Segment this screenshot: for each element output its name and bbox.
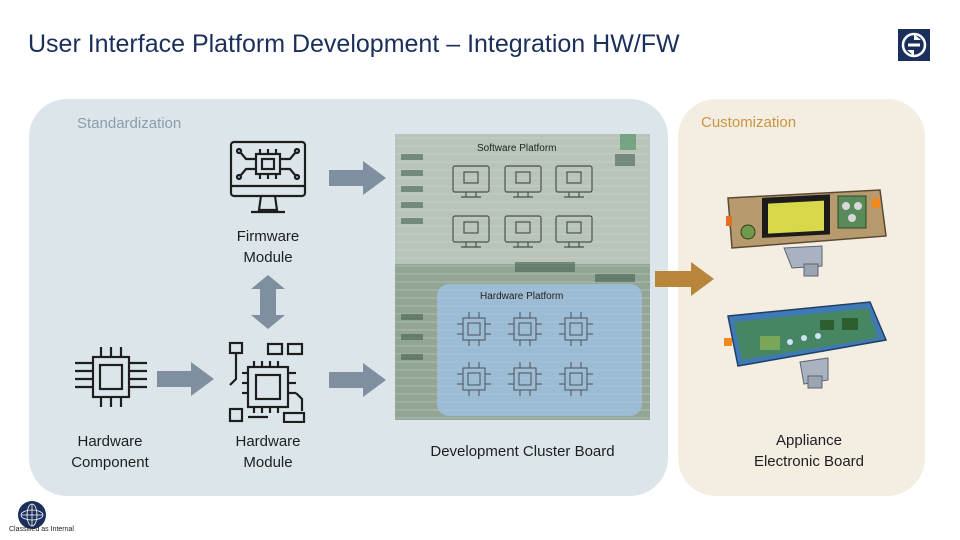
hardware-platform-label: Hardware Platform	[480, 291, 564, 302]
globe-logo-icon	[18, 501, 46, 529]
chip-icon	[75, 347, 147, 407]
arrow-firmware-to-board	[329, 161, 386, 195]
customization-panel	[678, 99, 925, 496]
hardware-component-line2: Component	[71, 454, 149, 471]
board-pcb-graphic	[395, 134, 650, 420]
firmware-module-line1: Firmware	[236, 228, 300, 245]
slide-title: User Interface Platform Development – In…	[28, 30, 680, 58]
circuit-module-icon	[228, 341, 306, 423]
appliance-board-top-image	[726, 189, 887, 277]
hardware-component-line1: Hardware	[77, 433, 143, 450]
appliance-board-caption: Appliance Electronic Board	[728, 430, 890, 472]
hardware-module-line1: Hardware	[235, 433, 301, 450]
arrow-bidirectional-vertical	[251, 275, 285, 329]
monitor-chip-icon	[229, 140, 307, 214]
hardware-module-line2: Module	[243, 454, 293, 471]
arrow-hwmodule-to-board	[329, 363, 386, 397]
software-platform-label: Software Platform	[477, 143, 557, 154]
arrow-board-to-appliance	[655, 262, 714, 296]
electrolux-logo-icon	[898, 29, 930, 61]
development-board-caption: Development Cluster Board	[430, 443, 615, 460]
classification-label: Classified as Internal	[9, 526, 74, 533]
appliance-board-line1: Appliance	[776, 432, 842, 449]
customization-label: Customization	[701, 114, 797, 131]
firmware-module-caption: Firmware Module	[222, 226, 314, 268]
firmware-module-line2: Module	[243, 249, 293, 266]
hardware-module-caption: Hardware Module	[212, 431, 324, 473]
standardization-label: Standardization	[77, 115, 182, 132]
appliance-board-line2: Electronic Board	[753, 453, 865, 470]
development-cluster-board: Software Platform Hardware Platform	[395, 134, 650, 420]
appliance-board-bottom-image	[724, 301, 888, 389]
hardware-component-caption: Hardware Component	[55, 431, 165, 473]
arrow-component-to-module	[157, 362, 214, 396]
